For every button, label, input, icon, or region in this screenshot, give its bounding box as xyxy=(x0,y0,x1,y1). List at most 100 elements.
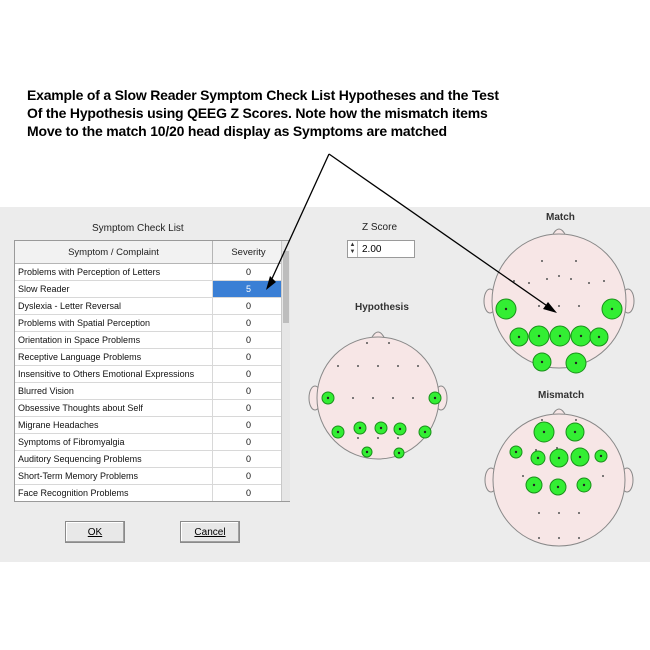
hypothesis-electrode-center xyxy=(398,427,402,431)
match-electrode-center xyxy=(574,361,578,365)
symptom-cell[interactable]: Orientation in Space Problems xyxy=(15,332,213,348)
mismatch-electrode xyxy=(541,419,543,421)
match-electrode-center xyxy=(540,360,544,364)
match-electrode-center xyxy=(579,334,583,338)
symptom-cell[interactable]: Face Recognition Problems xyxy=(15,485,213,501)
match-electrode xyxy=(558,305,560,307)
match-electrode xyxy=(603,280,605,282)
mismatch-electrode xyxy=(558,537,560,539)
mismatch-electrode-center xyxy=(557,456,561,460)
mismatch-electrode-center xyxy=(514,450,518,454)
mismatch-electrode xyxy=(578,537,580,539)
symptom-cell[interactable]: Slow Reader xyxy=(15,281,213,297)
hypothesis-electrode xyxy=(366,342,368,344)
mismatch-electrode xyxy=(538,537,540,539)
match-electrode-center xyxy=(537,334,541,338)
cancel-button[interactable]: Cancel xyxy=(180,521,240,543)
match-electrode xyxy=(528,282,530,284)
match-electrode xyxy=(558,275,560,277)
caption-line-3: Move to the match 10/20 head display as … xyxy=(27,123,447,139)
hypothesis-electrode-center xyxy=(365,450,369,454)
match-electrode-center xyxy=(517,335,521,339)
hypothesis-electrode xyxy=(357,365,359,367)
symptom-cell[interactable]: Auditory Sequencing Problems xyxy=(15,451,213,467)
match-electrode-center xyxy=(597,335,601,339)
z-score-label: Z Score xyxy=(362,222,398,233)
hypothesis-head xyxy=(316,336,440,460)
symptom-cell[interactable]: Symptoms of Fibromyalgia xyxy=(15,434,213,450)
hypothesis-electrode-center xyxy=(433,396,437,400)
symptom-check-list-title: Symptom Check List xyxy=(92,223,184,234)
hypothesis-electrode xyxy=(388,342,390,344)
symptom-cell[interactable]: Receptive Language Problems xyxy=(15,349,213,365)
symptom-cell[interactable]: Problems with Perception of Letters xyxy=(15,264,213,280)
mismatch-electrode-center xyxy=(542,430,546,434)
hypothesis-electrode-center xyxy=(358,426,362,430)
mismatch-electrode xyxy=(538,512,540,514)
mismatch-electrode xyxy=(575,419,577,421)
scrollbar-thumb[interactable] xyxy=(283,251,289,323)
hypothesis-electrode xyxy=(352,397,354,399)
caption: Example of a Slow Reader Symptom Check L… xyxy=(27,86,627,140)
column-header-symptom[interactable]: Symptom / Complaint xyxy=(15,241,213,263)
mismatch-electrode-center xyxy=(556,485,560,489)
mismatch-electrode xyxy=(602,475,604,477)
hypothesis-electrode-center xyxy=(423,430,427,434)
symptom-cell[interactable]: Obsessive Thoughts about Self xyxy=(15,400,213,416)
mismatch-electrode-center xyxy=(578,455,582,459)
arrow-to-match xyxy=(328,153,554,311)
mismatch-electrode xyxy=(522,475,524,477)
arrow-to-match-head xyxy=(543,302,557,313)
spinner-arrows-icon[interactable]: ▲▼ xyxy=(348,241,358,257)
match-electrode xyxy=(575,260,577,262)
caption-line-2: Of the Hypothesis using QEEG Z Scores. N… xyxy=(27,105,488,121)
match-electrode xyxy=(588,282,590,284)
mismatch-electrode-center xyxy=(573,430,577,434)
mismatch-electrode-center xyxy=(582,483,586,487)
match-electrode xyxy=(538,305,540,307)
hypothesis-electrode xyxy=(397,365,399,367)
mismatch-electrode xyxy=(578,512,580,514)
z-score-value[interactable]: 2.00 xyxy=(362,243,382,255)
mismatch-electrode-center xyxy=(536,456,540,460)
match-electrode xyxy=(578,305,580,307)
hypothesis-electrode xyxy=(397,437,399,439)
symptom-cell[interactable]: Migrane Headaches xyxy=(15,417,213,433)
hypothesis-electrode xyxy=(337,365,339,367)
symptom-cell[interactable]: Dyslexia - Letter Reversal xyxy=(15,298,213,314)
match-electrode xyxy=(546,278,548,280)
ok-button[interactable]: OK xyxy=(65,521,125,543)
symptom-cell[interactable]: Short-Term Memory Problems xyxy=(15,468,213,484)
mismatch-electrode xyxy=(558,512,560,514)
hypothesis-electrode-center xyxy=(326,396,330,400)
hypothesis-electrode-center xyxy=(379,426,383,430)
arrow-to-table xyxy=(269,153,330,284)
mismatch-electrode-center xyxy=(599,454,603,458)
match-electrode xyxy=(513,280,515,282)
hypothesis-electrode xyxy=(412,397,414,399)
hypothesis-electrode xyxy=(372,397,374,399)
hypothesis-electrode xyxy=(377,437,379,439)
symptom-cell[interactable]: Blurred Vision xyxy=(15,383,213,399)
symptom-cell[interactable]: Problems with Spatial Perception xyxy=(15,315,213,331)
table-header: Symptom / Complaint Severity xyxy=(15,241,289,264)
symptom-table[interactable]: Symptom / Complaint Severity Problems wi… xyxy=(14,240,290,502)
mismatch-title: Mismatch xyxy=(538,390,585,401)
match-electrode xyxy=(570,278,572,280)
mismatch-electrode xyxy=(556,447,558,449)
match-electrode-center xyxy=(558,334,562,338)
z-score-spinner[interactable]: ▲▼ 2.00 xyxy=(347,240,415,258)
hypothesis-electrode-center xyxy=(397,451,401,455)
table-scrollbar[interactable] xyxy=(281,241,290,501)
match-electrode-center xyxy=(610,307,614,311)
symptom-cell[interactable]: Insensitive to Others Emotional Expressi… xyxy=(15,366,213,382)
hypothesis-electrode xyxy=(377,365,379,367)
arrow-to-table-head xyxy=(266,276,276,290)
mismatch-electrode xyxy=(535,449,537,451)
match-electrode xyxy=(541,260,543,262)
match-electrode-center xyxy=(504,307,508,311)
mismatch-electrode-center xyxy=(532,483,536,487)
hypothesis-electrode xyxy=(357,437,359,439)
